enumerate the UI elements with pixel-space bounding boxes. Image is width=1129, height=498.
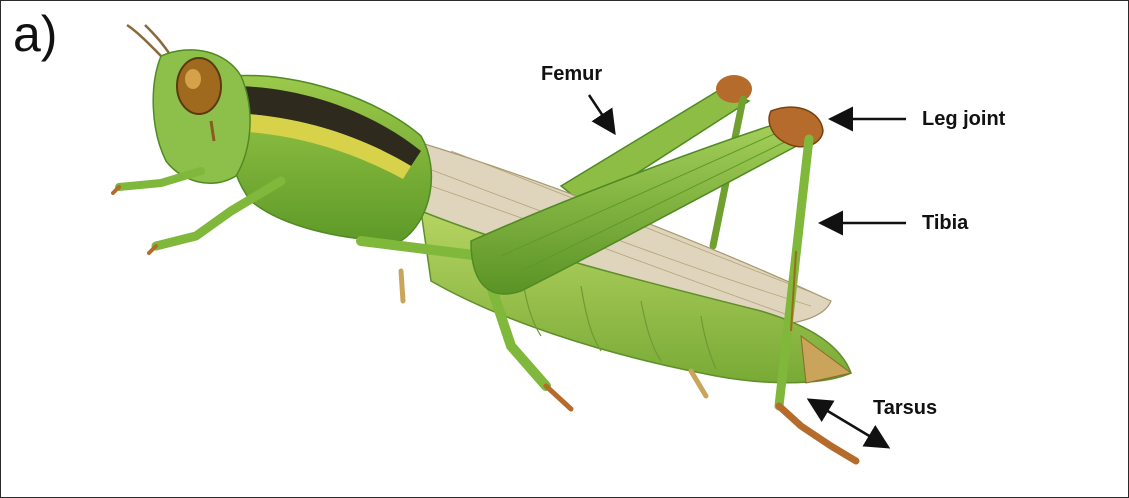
leg-joint-label: Leg joint — [922, 108, 1005, 131]
tarsus-label: Tarsus — [873, 397, 937, 420]
tibia-label: Tibia — [922, 212, 968, 235]
femur-label: Femur — [541, 63, 602, 86]
femur-arrow — [589, 95, 613, 131]
hind-tarsus — [779, 406, 856, 461]
compound-eye — [177, 58, 221, 114]
